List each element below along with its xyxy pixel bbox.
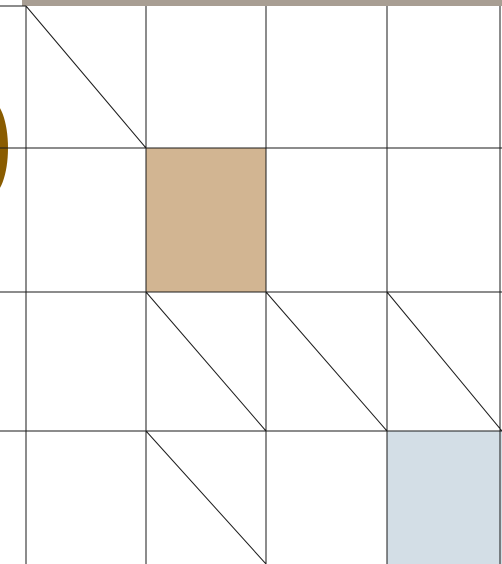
cell-diagonal: [387, 292, 502, 431]
cell-diagonal: [146, 292, 266, 431]
top-image-strip: [22, 0, 502, 6]
cell-diagonal: [146, 431, 266, 564]
filled-cell-light-blue[interactable]: [387, 431, 502, 564]
cells-layer: [146, 148, 502, 564]
cell-diagonal: [266, 292, 387, 431]
filled-cell-tan[interactable]: [146, 148, 266, 292]
cell-diagonal: [26, 6, 146, 148]
